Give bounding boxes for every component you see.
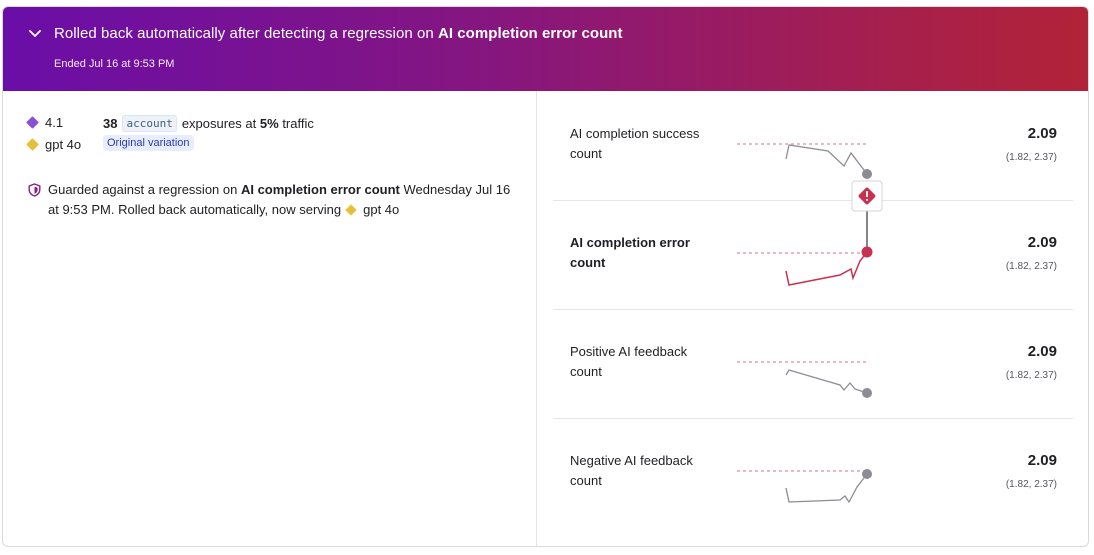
metric-row-error[interactable]: AI completion error count 2.09 (1.82, 2.…	[553, 200, 1073, 310]
traffic-text: traffic	[282, 116, 314, 131]
sparkline-negative-feedback	[785, 473, 868, 504]
metric-value: 2.09	[1027, 234, 1057, 251]
title-prefix: Rolled back automatically after detectin…	[54, 25, 438, 42]
title-metric: AI completion error count	[437, 25, 623, 42]
variation-4-1: 4.1	[26, 115, 64, 130]
exposure-text: exposures at	[181, 116, 257, 131]
sparkline-end-dot	[862, 469, 872, 479]
variation-name: 4.1	[45, 115, 64, 130]
context-kind-chip: account	[122, 115, 177, 132]
metric-ci: (1.82, 2.37)	[1005, 152, 1057, 163]
guard-middle: Wednesday Jul 16 at 9:53 PM. Rolled back…	[48, 182, 511, 217]
metric-ci: (1.82, 2.37)	[1005, 370, 1057, 381]
yellow-diamond-icon	[345, 204, 357, 216]
rollout-ended-time: Ended Jul 16 at 9:53 PM	[54, 58, 175, 70]
serving-variation: gpt 4o	[363, 202, 400, 217]
guard-message: Guarded against a regression on AI compl…	[28, 180, 518, 220]
metric-ci: (1.82, 2.37)	[1005, 261, 1057, 272]
rollout-summary-panel: 4.1 gpt 4o 38 account exposures at 5% tr…	[3, 91, 537, 546]
variation-name: gpt 4o	[45, 137, 82, 152]
variation-gpt-4o: gpt 4o	[26, 137, 82, 152]
sparkline-success	[785, 144, 868, 175]
chevron-down-icon[interactable]	[27, 26, 43, 42]
sparkline-error	[785, 251, 868, 286]
traffic-percent: 5%	[259, 116, 279, 131]
metric-row-success[interactable]: AI completion success count 2.09 (1.82, …	[553, 91, 1073, 201]
rollout-header: Rolled back automatically after detectin…	[3, 7, 1088, 91]
guarded-rollout-card: Rolled back automatically after detectin…	[2, 6, 1089, 547]
guard-prefix: Guarded against a regression on	[48, 182, 241, 197]
metric-value: 2.09	[1027, 343, 1057, 360]
shield-icon	[28, 183, 41, 197]
sparkline-end-dot	[862, 169, 872, 179]
metrics-panel: AI completion success count 2.09 (1.82, …	[537, 91, 1088, 546]
metric-row-negative-feedback[interactable]: Negative AI feedback count 2.09 (1.82, 2…	[553, 418, 1073, 527]
sparkline-end-dot	[861, 246, 873, 258]
metric-label: Negative AI feedback count	[570, 453, 693, 488]
metric-row-positive-feedback[interactable]: Positive AI feedback count 2.09 (1.82, 2…	[553, 309, 1073, 419]
metric-label: Positive AI feedback count	[570, 344, 688, 379]
exposure-count: 38	[103, 116, 118, 131]
sparkline-end-dot	[862, 388, 872, 398]
metric-label: AI completion error count	[570, 235, 690, 270]
metric-sparklines	[737, 143, 883, 504]
metric-value: 2.09	[1027, 125, 1057, 142]
exposure-summary: 38 account exposures at 5% traffic	[103, 115, 314, 132]
warning-icon	[858, 187, 876, 205]
purple-diamond-icon	[26, 116, 39, 129]
sparkline-positive-feedback	[785, 369, 868, 394]
guard-metric: AI completion error count	[240, 182, 400, 197]
metric-label: AI completion success count	[570, 126, 700, 161]
original-variation-badge: Original variation	[103, 135, 194, 151]
metric-ci: (1.82, 2.37)	[1005, 479, 1057, 490]
yellow-diamond-icon	[26, 138, 39, 151]
rollout-title: Rolled back automatically after detectin…	[54, 24, 623, 44]
metric-value: 2.09	[1027, 452, 1057, 469]
